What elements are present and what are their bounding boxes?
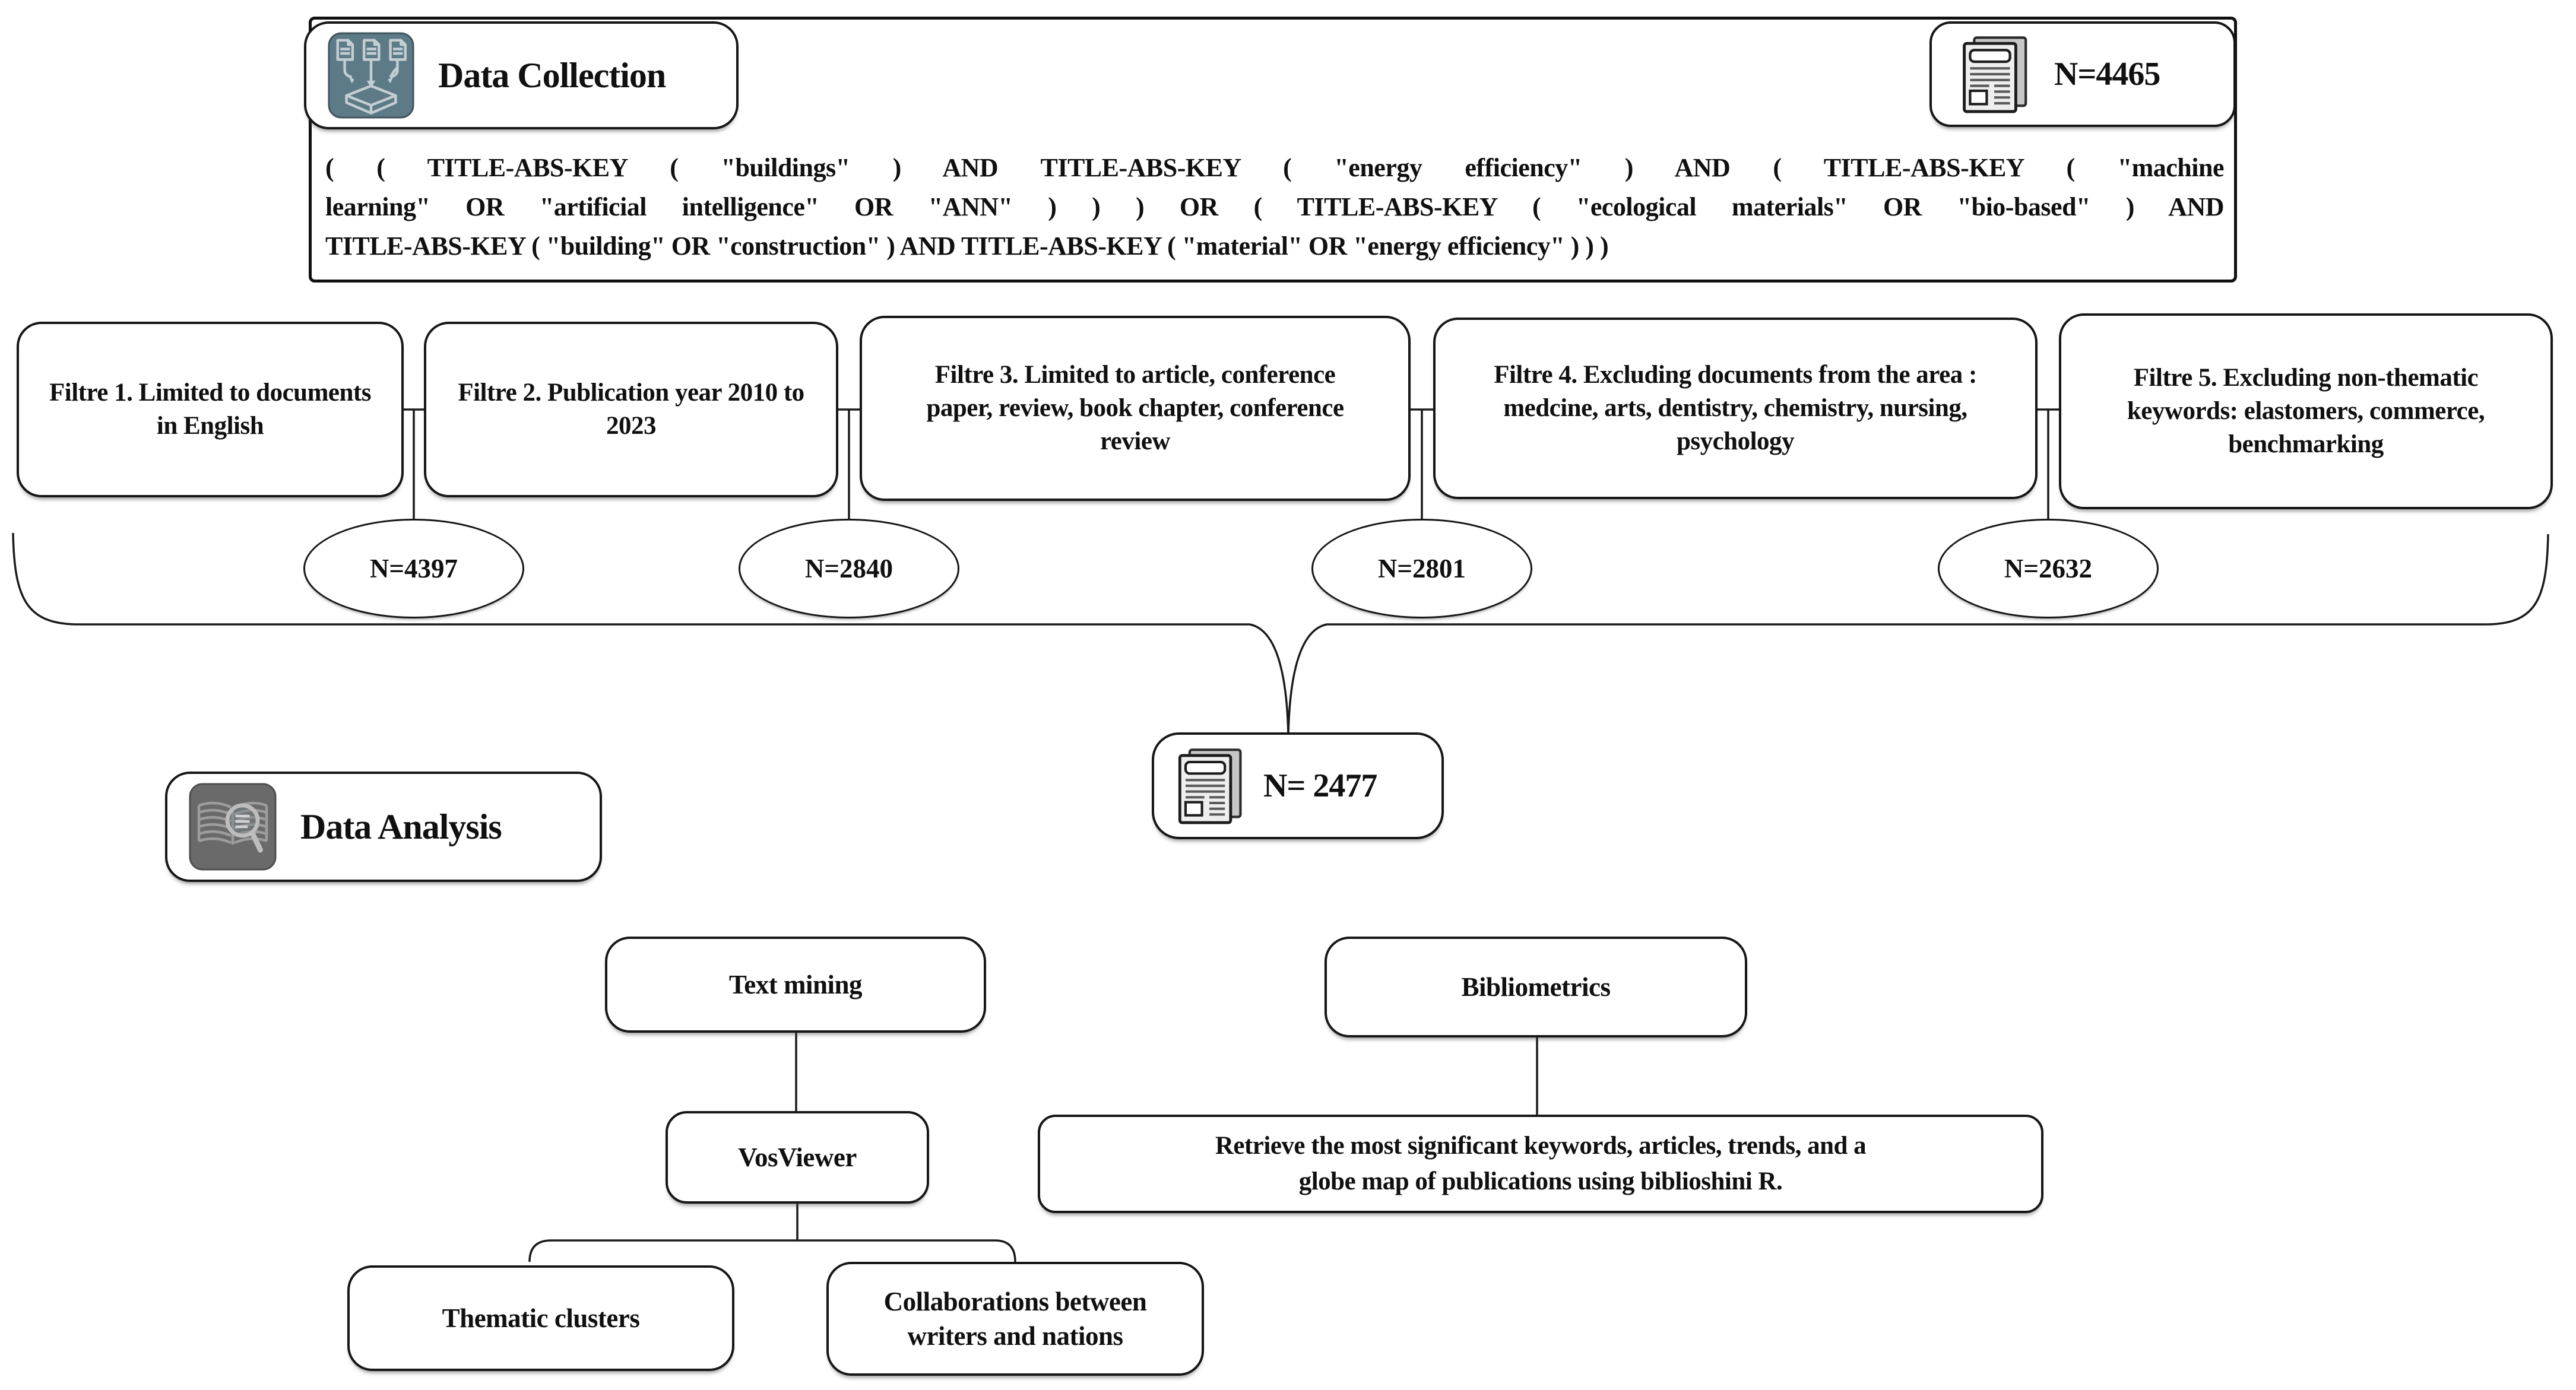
filter-3-label: Filtre 3. Limited to article, conference…: [926, 361, 1344, 455]
thematic-clusters-box: Thematic clusters: [347, 1265, 734, 1371]
filter-2-result-ellipse: N=2840: [739, 519, 959, 618]
stacked-newspapers-icon: [1963, 36, 2027, 113]
initial-count-value: N=4465: [2054, 56, 2160, 93]
data-analysis-header: Data Analysis: [165, 772, 602, 882]
data-collection-header: Data Collection: [304, 21, 739, 129]
filter-5-box: Filtre 5. Excluding non-thematic keyword…: [2059, 313, 2553, 509]
retrieve-box: Retrieve the most significant keywords, …: [1038, 1115, 2043, 1213]
filter-1-result-ellipse: N=4397: [303, 519, 524, 618]
filter-1-box: Filtre 1. Limited to documents in Englis…: [17, 322, 404, 497]
collaborations-box: Collaborations between writers and natio…: [826, 1262, 1204, 1376]
retrieve-line-1: Retrieve the most significant keywords, …: [1215, 1132, 1867, 1160]
vosviewer-label: VosViewer: [738, 1143, 857, 1172]
query-line-3: TITLE-ABS-KEY ( "building" OR "construct…: [325, 231, 1609, 261]
filter-4-box: Filtre 4. Excluding documents from the a…: [1433, 318, 2038, 499]
stacked-newspapers-icon: [1178, 748, 1242, 824]
documents-merge-icon: [328, 32, 414, 119]
filter-1-result: N=4397: [369, 554, 458, 583]
bibliometrics-label: Bibliometrics: [1461, 972, 1611, 1002]
filter-2-label: Filtre 2. Publication year 2010 to 2023: [458, 379, 804, 440]
text-mining-box: Text mining: [605, 937, 986, 1033]
filter-4-label: Filtre 4. Excluding documents from the a…: [1494, 361, 1977, 455]
text-mining-label: Text mining: [728, 970, 863, 999]
collaborations-label: Collaborations between writers and natio…: [883, 1287, 1147, 1351]
merged-count-box: N= 2477: [1152, 732, 1444, 839]
query-line-2: learning" OR "artificial intelligence" O…: [325, 192, 2225, 221]
filter-3-result: N=2801: [1377, 554, 1466, 583]
thematic-clusters-label: Thematic clusters: [442, 1303, 640, 1333]
initial-count-badge: N=4465: [1929, 21, 2236, 127]
retrieve-line-2: globe map of publications using bibliosh…: [1298, 1167, 1783, 1195]
filter-2-box: Filtre 2. Publication year 2010 to 2023: [424, 322, 838, 497]
filter-4-result-ellipse: N=2632: [1938, 519, 2159, 618]
filter-1-label: Filtre 1. Limited to documents in Englis…: [49, 379, 371, 440]
book-magnifier-icon: [189, 783, 277, 871]
data-collection-title: Data Collection: [438, 55, 666, 95]
search-query-text: ( ( TITLE-ABS-KEY ( "buildings" ) AND TI…: [325, 148, 2225, 266]
merged-count-value: N= 2477: [1263, 767, 1377, 804]
vosviewer-box: VosViewer: [666, 1111, 929, 1204]
query-line-1: ( ( TITLE-ABS-KEY ( "buildings" ) AND TI…: [325, 153, 2225, 182]
filter-3-box: Filtre 3. Limited to article, conference…: [860, 316, 1411, 501]
filter-4-result: N=2632: [2004, 554, 2093, 583]
filter-3-result-ellipse: N=2801: [1311, 519, 1532, 618]
filter-5-label: Filtre 5. Excluding non-thematic keyword…: [2127, 364, 2485, 458]
data-analysis-title: Data Analysis: [300, 807, 502, 846]
bibliometrics-box: Bibliometrics: [1325, 937, 1747, 1037]
filter-2-result: N=2840: [804, 554, 893, 583]
